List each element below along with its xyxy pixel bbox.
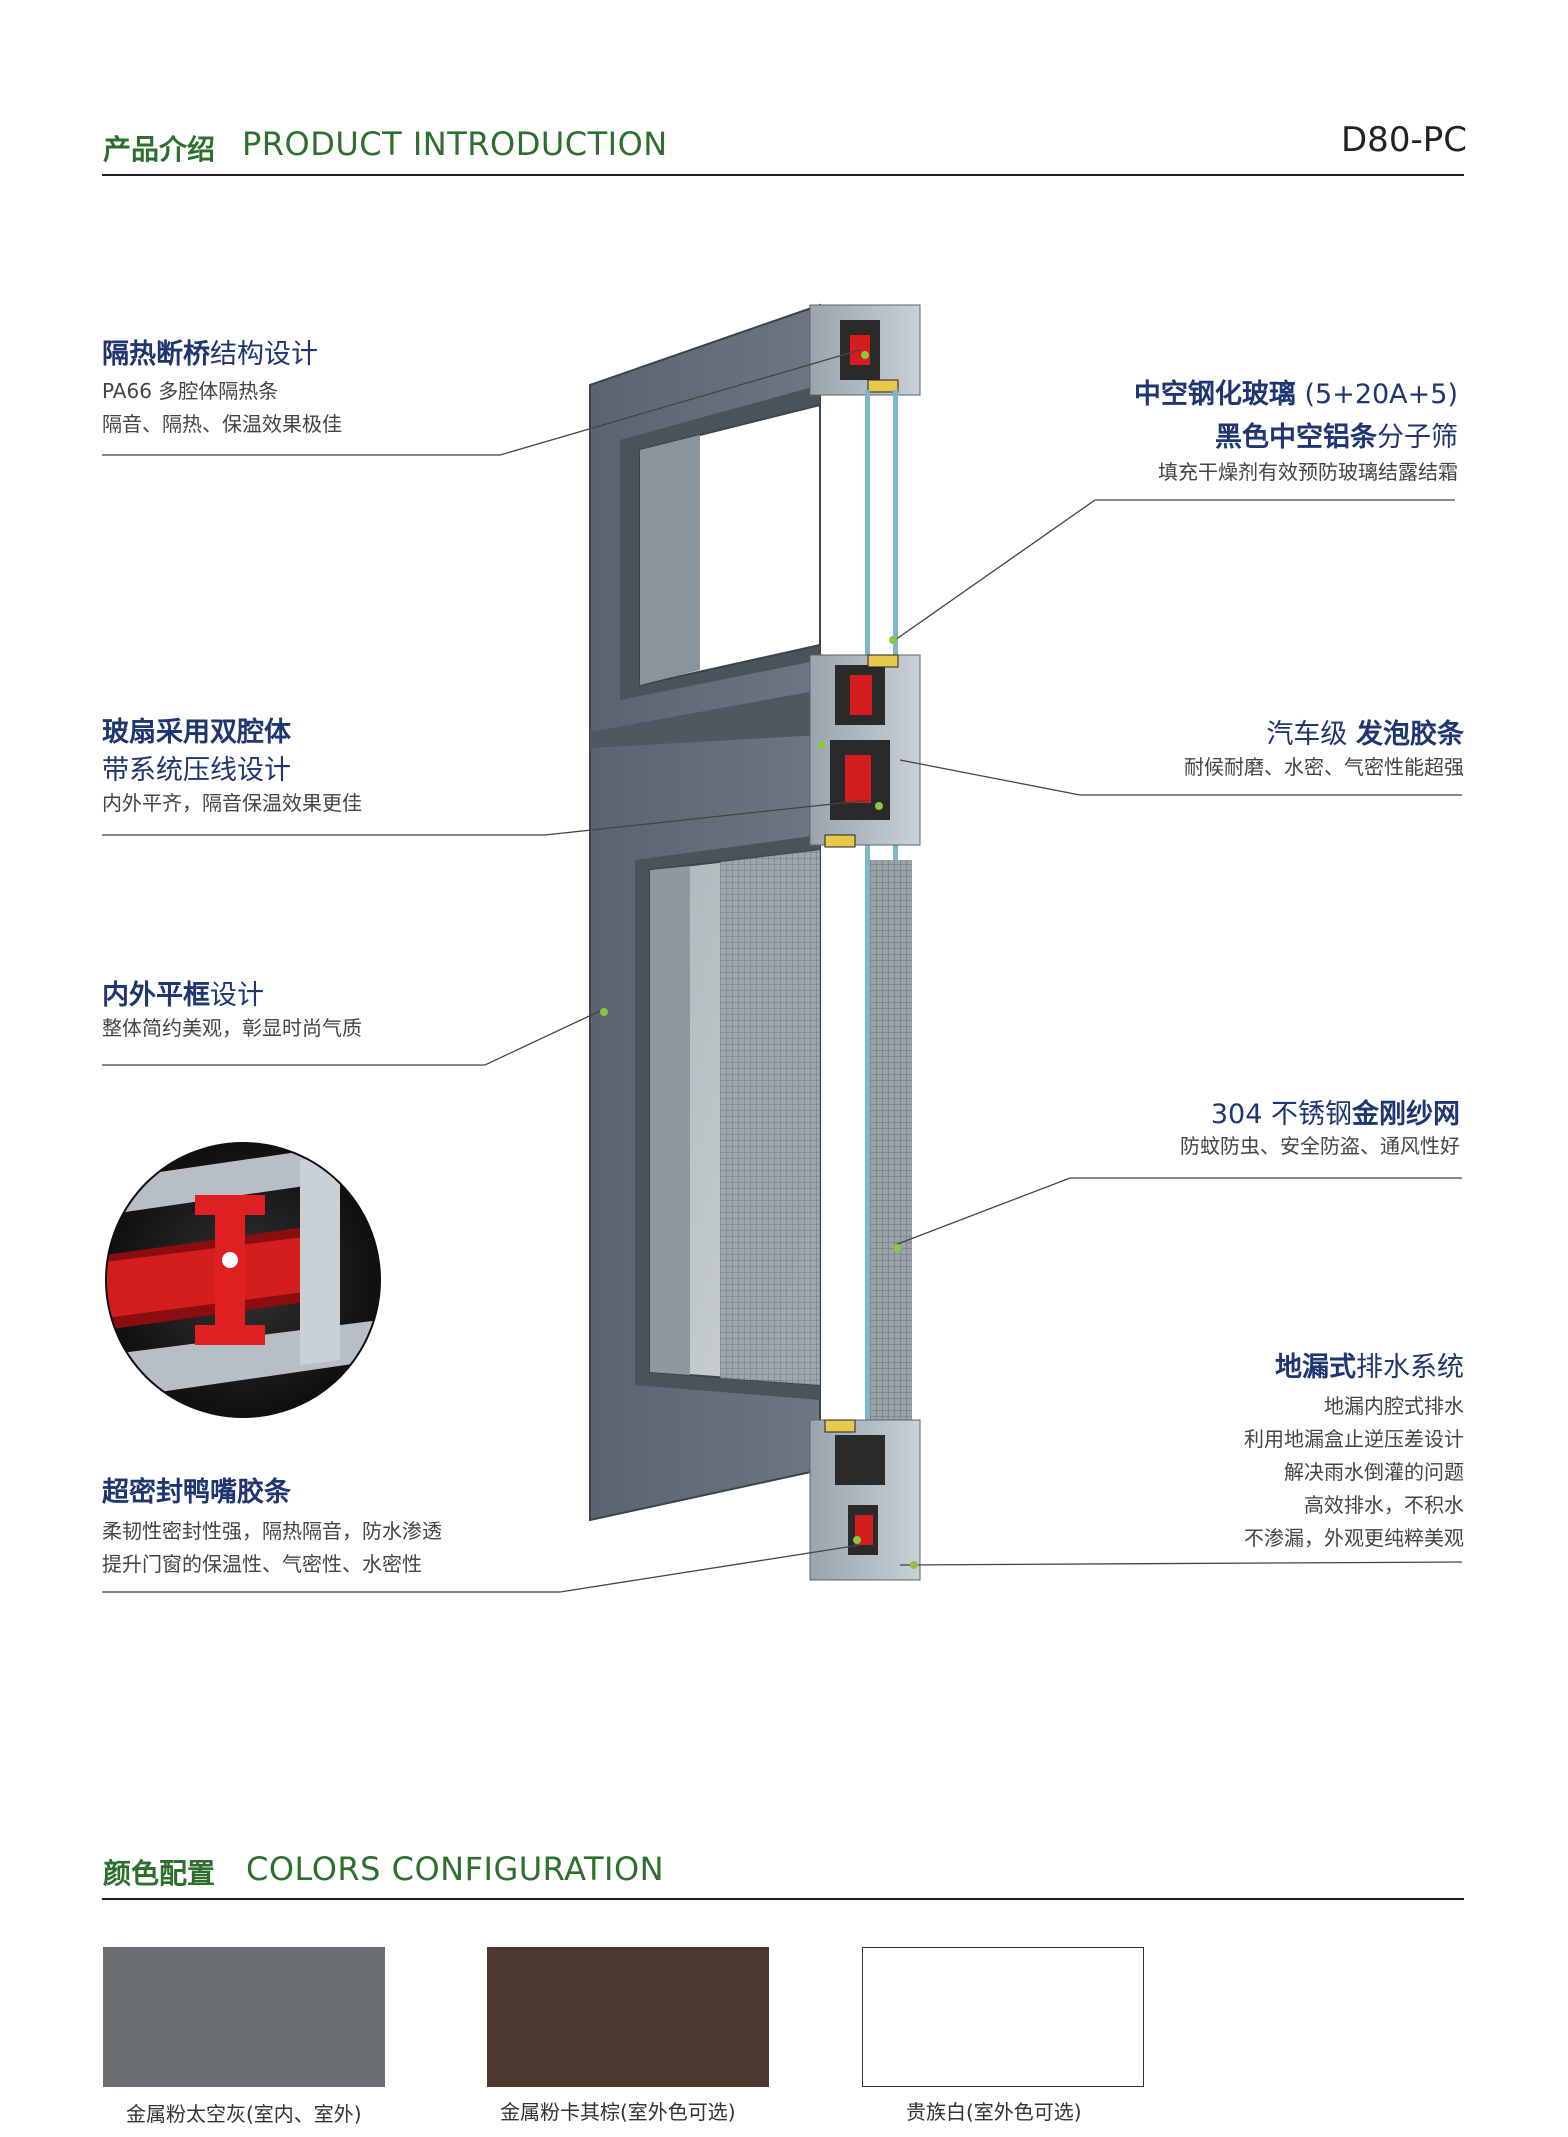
feature-drainage-desc: 地漏内腔式排水 利用地漏盒止逆压差设计 解决雨水倒灌的问题 高效排水，不积水 不…: [1244, 1390, 1464, 1555]
drainage-line: 解决雨水倒灌的问题: [1284, 1460, 1464, 1484]
feature-screen-title: 304 不锈钢金刚纱网: [1211, 1092, 1460, 1131]
feature-flat-frame-desc: 整体简约美观，彰显时尚气质: [102, 1016, 362, 1040]
drainage-line: 高效排水，不积水: [1304, 1493, 1464, 1517]
flat-frame-title-bold: 内外平框: [102, 980, 210, 1011]
glass-spacer-bold: 黑色中空铝条: [1215, 422, 1377, 453]
leader-lines: [102, 349, 1463, 1593]
feature-seal-title: 超密封鸭嘴胶条: [102, 1477, 291, 1508]
flat-frame-title-rest: 设计: [210, 980, 264, 1011]
feature-seal-desc: 柔韧性密封性强，隔热隔音，防水渗透 提升门窗的保温性、气密性、水密性: [102, 1515, 442, 1581]
foam-title-rest: 汽车级: [1266, 719, 1356, 750]
glass-title-rest: (5+20A+5): [1295, 379, 1458, 410]
thermal-break-line: 隔音、隔热、保温效果极佳: [102, 412, 342, 436]
drainage-line: 利用地漏盒止逆压差设计: [1244, 1427, 1464, 1451]
color-swatch-space-gray: [103, 1947, 385, 2087]
feature-thermal-break-desc: PA66 多腔体隔热条 隔音、隔热、保温效果极佳: [102, 375, 342, 441]
feature-sash-title-1: 玻扇采用双腔体: [102, 717, 291, 748]
color-swatch-label: 金属粉太空灰(室内、室外): [126, 2102, 362, 2126]
color-swatch-label: 贵族白(室外色可选): [906, 2100, 1082, 2124]
thermal-break-title-rest: 结构设计: [210, 339, 318, 370]
header-rule: [102, 174, 1464, 176]
seal-line: 柔韧性密封性强，隔热隔音，防水渗透: [102, 1519, 442, 1543]
screen-title-bold: 金刚纱网: [1352, 1099, 1460, 1130]
glass-spacer-rest: 分子筛: [1377, 422, 1458, 453]
profile-cross-section: [809, 304, 921, 1581]
color-swatch-label: 金属粉卡其棕(室外色可选): [500, 2100, 736, 2124]
color-swatch-noble-white: [862, 1947, 1144, 2087]
drainage-title-bold: 地漏式: [1275, 1352, 1356, 1383]
feature-thermal-break-title: 隔热断桥结构设计: [102, 332, 318, 371]
color-swatch-khaki-brown: [487, 1947, 769, 2087]
thermal-break-line: PA66 多腔体隔热条: [102, 379, 279, 403]
colors-title-en: COLORS CONFIGURATION: [246, 1850, 665, 1888]
drainage-title-rest: 排水系统: [1356, 1352, 1464, 1383]
feature-glass-desc: 填充干燥剂有效预防玻璃结露结霜: [1158, 460, 1458, 484]
colors-title-cn: 颜色配置: [103, 1857, 216, 1890]
feature-flat-frame-title: 内外平框设计: [102, 973, 264, 1012]
thermal-break-title-bold: 隔热断桥: [102, 339, 210, 370]
section-title-en: PRODUCT INTRODUCTION: [242, 125, 668, 163]
drainage-line: 地漏内腔式排水: [1324, 1394, 1464, 1418]
foam-title-bold: 发泡胶条: [1356, 719, 1464, 750]
feature-glass-title-1: 中空钢化玻璃 (5+20A+5): [1134, 372, 1458, 411]
colors-rule: [102, 1898, 1464, 1900]
feature-drainage-title: 地漏式排水系统: [1275, 1345, 1464, 1384]
seal-detail-circle: [105, 1142, 381, 1418]
screen-title-rest: 304 不锈钢: [1210, 1099, 1352, 1130]
feature-screen-desc: 防蚊防虫、安全防盗、通风性好: [1180, 1134, 1460, 1158]
seal-line: 提升门窗的保温性、气密性、水密性: [102, 1552, 422, 1576]
feature-glass-title-2: 黑色中空铝条分子筛: [1215, 415, 1458, 454]
feature-sash-title-2: 带系统压线设计: [102, 755, 291, 786]
frame-body: [589, 303, 821, 1522]
marker-dots: [600, 351, 918, 1569]
feature-foam-desc: 耐候耐磨、水密、气密性能超强: [1184, 755, 1464, 779]
section-title-cn: 产品介绍: [103, 133, 216, 166]
glass-title-bold: 中空钢化玻璃: [1133, 379, 1296, 410]
feature-sash-desc: 内外平齐，隔音保温效果更佳: [102, 791, 362, 815]
feature-foam-title: 汽车级 发泡胶条: [1266, 712, 1464, 751]
model-number: D80-PC: [1341, 120, 1467, 160]
drainage-line: 不渗漏，外观更纯粹美观: [1244, 1526, 1464, 1550]
